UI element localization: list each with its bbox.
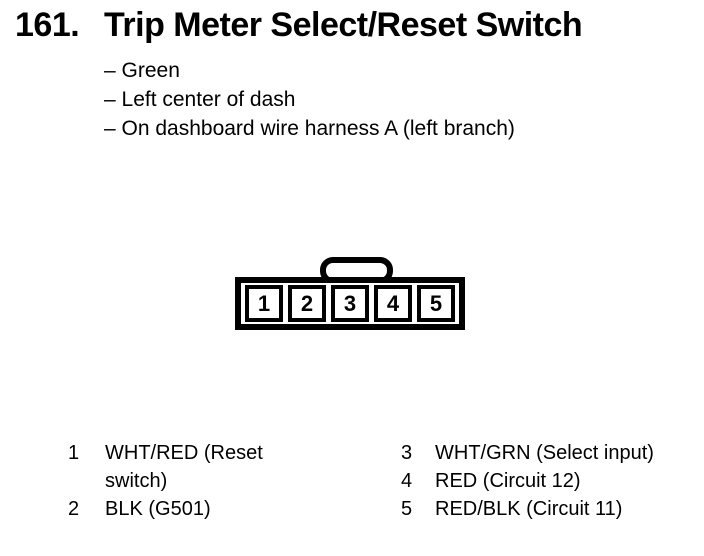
pin-number: 4 xyxy=(401,470,413,492)
section-heading: 161. Trip Meter Select/Reset Switch xyxy=(15,6,583,45)
pin-number: 2 xyxy=(68,498,80,520)
detail-harness: – On dashboard wire harness A (left bran… xyxy=(104,117,515,140)
pin-number: 5 xyxy=(401,498,413,520)
connector-pin-4: 4 xyxy=(374,285,412,322)
connector-pin-3: 3 xyxy=(331,285,369,322)
pin-description-3: 3 WHT/GRN (Select input) xyxy=(401,439,654,467)
pin-number: 1 xyxy=(68,442,80,464)
pin-description-1: 1 WHT/RED (Reset switch) xyxy=(68,439,297,495)
pin-wire-label: WHT/RED (Reset switch) xyxy=(105,442,263,492)
pin-wire-label: BLK (G501) xyxy=(105,498,211,520)
pin-description-2: 2 BLK (G501) xyxy=(68,495,297,523)
pin-description-4: 4 RED (Circuit 12) xyxy=(401,467,654,495)
connector-diagram: 1 2 3 4 5 xyxy=(235,277,465,330)
pin-wire-label: RED (Circuit 12) xyxy=(435,470,581,492)
pin-wire-label: RED/BLK (Circuit 11) xyxy=(435,498,623,520)
connector-pin-1: 1 xyxy=(245,285,283,322)
section-title: Trip Meter Select/Reset Switch xyxy=(104,6,583,44)
pin-wire-label: WHT/GRN (Select input) xyxy=(435,442,654,464)
detail-color: – Green xyxy=(104,59,180,82)
connector-pin-2: 2 xyxy=(288,285,326,322)
connector-pin-5: 5 xyxy=(417,285,455,322)
detail-location: – Left center of dash xyxy=(104,88,296,111)
section-number: 161. xyxy=(15,6,80,44)
pin-number: 3 xyxy=(401,442,413,464)
pin-description-column-right: 3 WHT/GRN (Select input) 4 RED (Circuit … xyxy=(401,439,654,523)
pin-description-5: 5 RED/BLK (Circuit 11) xyxy=(401,495,654,523)
detail-list: – Green – Left center of dash – On dashb… xyxy=(104,56,515,143)
pin-description-column-left: 1 WHT/RED (Reset switch) 2 BLK (G501) xyxy=(68,439,297,523)
